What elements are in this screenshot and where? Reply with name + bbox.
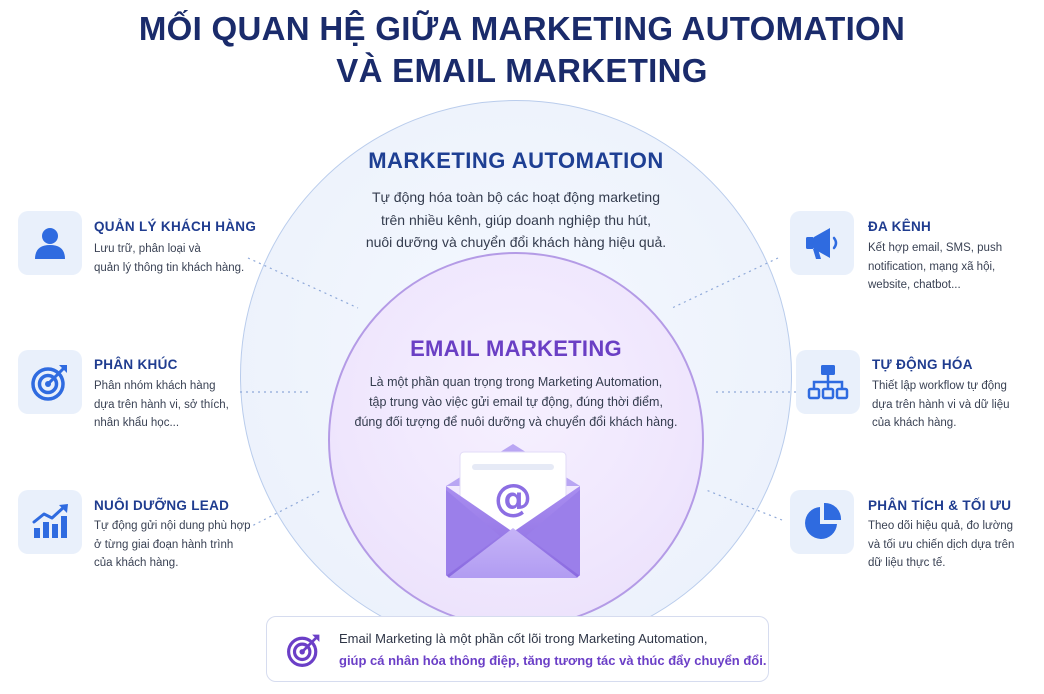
feature-title: PHÂN TÍCH & TỐI ƯU [868,498,1012,513]
target-icon [31,365,67,401]
feature-desc-line: ở từng giai đoạn hành trình [94,538,234,551]
feature-icon-box [790,211,854,275]
feature-desc-line: Theo dõi hiệu quả, đo lường [868,520,1014,532]
feature-icon-box [18,490,82,554]
feature-title: ĐA KÊNH [868,219,932,234]
bottom-note-line-2: giúp cá nhân hóa thông điệp, tăng tương … [339,653,767,668]
feature-title: NUÔI DƯỠNG LEAD [94,498,230,513]
page-title-line-2: VÀ EMAIL MARKETING [336,52,708,89]
feature-quan-ly-khach-hang: QUẢN LÝ KHÁCH HÀNG Lưu trữ, phân loại và… [18,211,268,291]
feature-description: Thiết lập workflow tự động dựa trên hành… [872,377,1010,433]
feature-description: Theo dõi hiệu quả, đo lường và tối ưu ch… [868,517,1014,573]
ma-desc-line: trên nhiều kênh, giúp doanh nghiệp thu h… [380,211,652,228]
feature-desc-line: Tự động gửi nội dung phù hợp [94,520,251,532]
bottom-note-line-1: Email Marketing là một phần cốt lõi tron… [339,631,708,646]
em-desc-line: Là một phần quan trọng trong Marketing A… [369,375,663,389]
em-desc-line: đúng đối tượng để nuôi dưỡng và chuyển đ… [354,415,678,429]
feature-desc-line: và tối ưu chiến dịch dựa trên [868,538,1015,551]
user-icon [35,228,65,259]
em-desc-line: tập trung vào việc gửi email tự động, đú… [369,395,663,409]
feature-title: TỰ ĐỘNG HÓA [872,357,973,372]
feature-desc-line: notification, mạng xã hội, [868,260,996,273]
feature-nuoi-duong-lead: NUÔI DƯỠNG LEAD Tự động gửi nội dung phù… [18,490,268,574]
bottom-note: Email Marketing là một phần cốt lõi tron… [266,616,769,682]
feature-phan-tich-toi-uu: PHÂN TÍCH & TỐI ƯU Theo dõi hiệu quả, đo… [790,490,1040,574]
envelope-at-symbol: @ [494,476,532,520]
feature-description: Tự động gửi nội dung phù hợp ở từng giai… [94,517,251,573]
megaphone-icon [806,228,838,259]
marketing-automation-title: MARKETING AUTOMATION [368,148,664,173]
target-icon [287,634,320,667]
ma-desc-line: nuôi dưỡng và chuyển đổi khách hàng hiệu… [365,234,667,250]
feature-desc-line: Thiết lập workflow tự động [872,380,1007,392]
pie-chart-icon [805,502,842,539]
feature-tu-dong-hoa: TỰ ĐỘNG HÓA Thiết lập workflow tự động d… [796,350,1036,434]
feature-title: QUẢN LÝ KHÁCH HÀNG [94,219,257,234]
email-marketing-description: Là một phần quan trọng trong Marketing A… [348,372,684,432]
feature-description: Lưu trữ, phân loại và quản lý thông tin … [94,240,244,277]
page-title: MỐI QUAN HỆ GIỮA MARKETING AUTOMATION VÀ… [0,8,1044,92]
feature-title: PHÂN KHÚC [94,357,178,372]
feature-desc-line: Kết hợp email, SMS, push [868,242,1003,254]
workflow-icon [807,365,849,400]
feature-description: Kết hợp email, SMS, push notification, m… [868,239,1002,295]
feature-icon-box [18,211,82,275]
ma-desc-line: Tự động hóa toàn bộ các hoạt động market… [371,189,660,205]
feature-desc-line: dữ liệu thực tế. [868,557,946,569]
page-title-line-1: MỐI QUAN HỆ GIỮA MARKETING AUTOMATION [138,10,906,47]
feature-desc-line: quản lý thông tin khách hàng. [94,261,245,274]
feature-icon-box [18,350,82,414]
feature-desc-line: Phân nhóm khách hàng [94,380,216,392]
feature-desc-line: dựa trên hành vi, sở thích, [94,398,229,411]
feature-phan-khuc: PHÂN KHÚC Phân nhóm khách hàng dựa trên … [18,350,268,434]
feature-da-kenh: ĐA KÊNH Kết hợp email, SMS, push notific… [790,211,1030,295]
envelope-icon: @ [446,444,580,578]
marketing-automation-description: Tự động hóa toàn bộ các hoạt động market… [340,186,692,254]
growth-chart-icon [32,504,68,538]
feature-desc-line: của khách hàng. [94,557,179,569]
feature-description: Phân nhóm khách hàng dựa trên hành vi, s… [94,377,229,433]
feature-desc-line: của khách hàng. [872,417,957,429]
feature-icon-box [796,350,860,414]
feature-desc-line: website, chatbot... [868,279,961,291]
feature-desc-line: nhân khẩu học... [94,417,180,429]
feature-desc-line: dựa trên hành vi và dữ liệu [872,398,1010,411]
email-marketing-title: EMAIL MARKETING [410,336,622,361]
feature-icon-box [790,490,854,554]
feature-desc-line: Lưu trữ, phân loại và [94,243,201,255]
